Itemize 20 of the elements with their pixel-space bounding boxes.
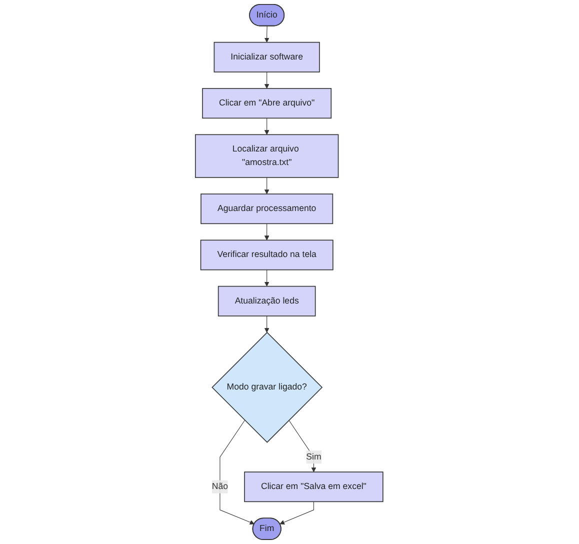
arrow bbox=[264, 72, 270, 89]
arrow bbox=[220, 420, 255, 525]
node-box: Verificar resultado na tela bbox=[200, 240, 334, 270]
arrow bbox=[288, 420, 316, 472]
arrow bbox=[264, 118, 270, 135]
node-diamond: Modo gravar ligado? bbox=[212, 332, 323, 443]
arrow bbox=[264, 177, 270, 194]
node-box: Atualização leds bbox=[218, 286, 316, 316]
arrow bbox=[264, 270, 270, 287]
node-box: Clicar em "Abre arquivo" bbox=[202, 88, 332, 119]
arrow bbox=[264, 223, 270, 240]
node-box: Aguardar processamento bbox=[200, 194, 334, 224]
arrow bbox=[264, 316, 270, 333]
arrow bbox=[280, 501, 314, 525]
edge-label: Não bbox=[212, 482, 228, 492]
node-box: Clicar em "Salva em excel" bbox=[244, 472, 384, 502]
node-box: Inicializar software bbox=[214, 42, 320, 72]
arrow bbox=[264, 26, 270, 43]
node-box: Localizar arquivo "amostra.txt" bbox=[195, 134, 340, 178]
edge-label: Sim bbox=[306, 452, 322, 462]
